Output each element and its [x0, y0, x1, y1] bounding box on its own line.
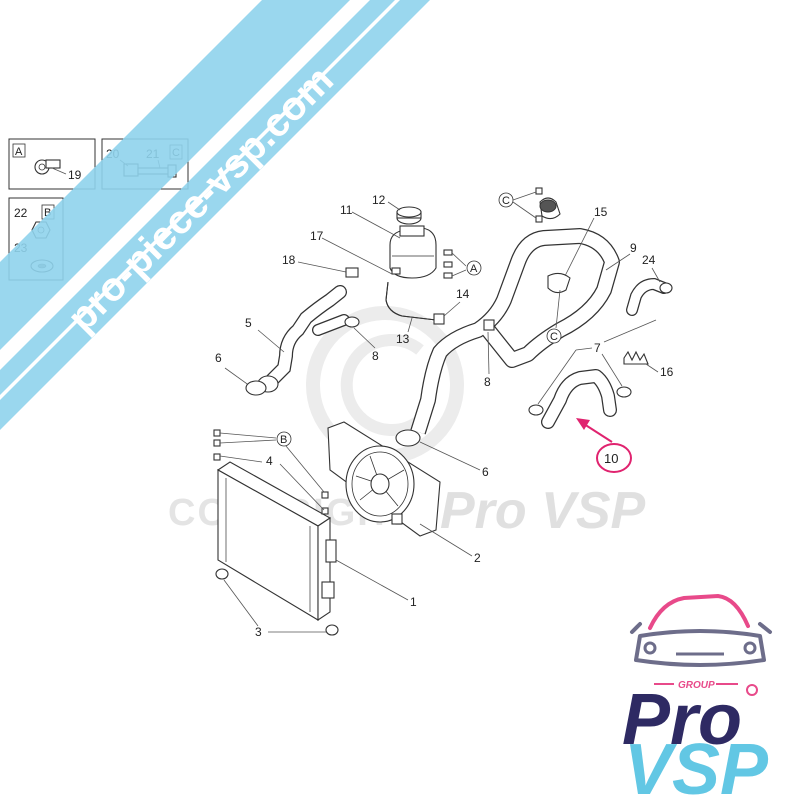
callout-14: 14	[456, 287, 470, 301]
logo-group: GROUP	[678, 680, 715, 691]
tank-bolts	[443, 249, 453, 279]
callout-4: 4	[266, 454, 273, 468]
callout-15: 15	[594, 205, 608, 219]
callout-9: 9	[630, 241, 637, 255]
label-c1: C	[502, 195, 510, 207]
clip-14	[433, 313, 445, 325]
cooling-fan	[327, 421, 441, 537]
watermark-brand: Pro VSP	[440, 482, 645, 540]
callout-18: 18	[282, 253, 296, 267]
callout-6a: 6	[215, 351, 222, 365]
label-a: A	[470, 263, 478, 275]
callout-7: 7	[594, 341, 601, 355]
callout-11: 11	[340, 203, 353, 217]
hose-clamp-15	[547, 272, 571, 294]
expansion-tank	[389, 225, 437, 279]
callout-17: 17	[310, 229, 324, 243]
clip-7a	[528, 404, 544, 416]
callout-2: 2	[474, 551, 481, 565]
legend-b-num1: 22	[14, 206, 28, 220]
legend-box-a: A 19	[8, 138, 96, 190]
thermostat-clamp	[535, 187, 561, 223]
logo-pro: Pro	[622, 680, 742, 760]
tank-cap	[396, 206, 422, 225]
callout-6b: 6	[482, 465, 489, 479]
callout-12: 12	[372, 193, 386, 207]
label-c2: C	[550, 331, 558, 343]
provsp-logo: GROUP Pro VSP	[622, 593, 772, 800]
legend-b-letter: B	[44, 207, 51, 219]
callout-13: 13	[396, 332, 410, 346]
label-b: B	[280, 434, 287, 446]
bracket-16	[623, 350, 649, 365]
legend-a-letter: A	[15, 146, 23, 158]
logo-vsp: VSP	[624, 730, 769, 800]
clip-6b	[395, 429, 421, 447]
callout-8b: 8	[484, 375, 491, 389]
website-banner: pro-piece-vsp.com	[0, 0, 430, 430]
callout-8a: 8	[372, 349, 379, 363]
callout-3: 3	[255, 625, 262, 639]
callout-16: 16	[660, 365, 674, 379]
callout-5: 5	[245, 316, 252, 330]
callout-1: 1	[410, 595, 417, 609]
highlight-part-10: 10	[576, 418, 632, 473]
car-outline-icon	[630, 593, 772, 667]
callout-24: 24	[642, 253, 656, 267]
clip-7b	[616, 386, 632, 398]
radiator	[215, 461, 339, 636]
legend-a-num: 19	[68, 168, 82, 182]
callout-10: 10	[604, 451, 618, 466]
clip-6a	[245, 380, 267, 396]
clip-8a	[344, 316, 360, 328]
clip-18	[345, 267, 359, 278]
clip-8b	[483, 319, 495, 331]
radiator-bolts	[213, 429, 329, 515]
